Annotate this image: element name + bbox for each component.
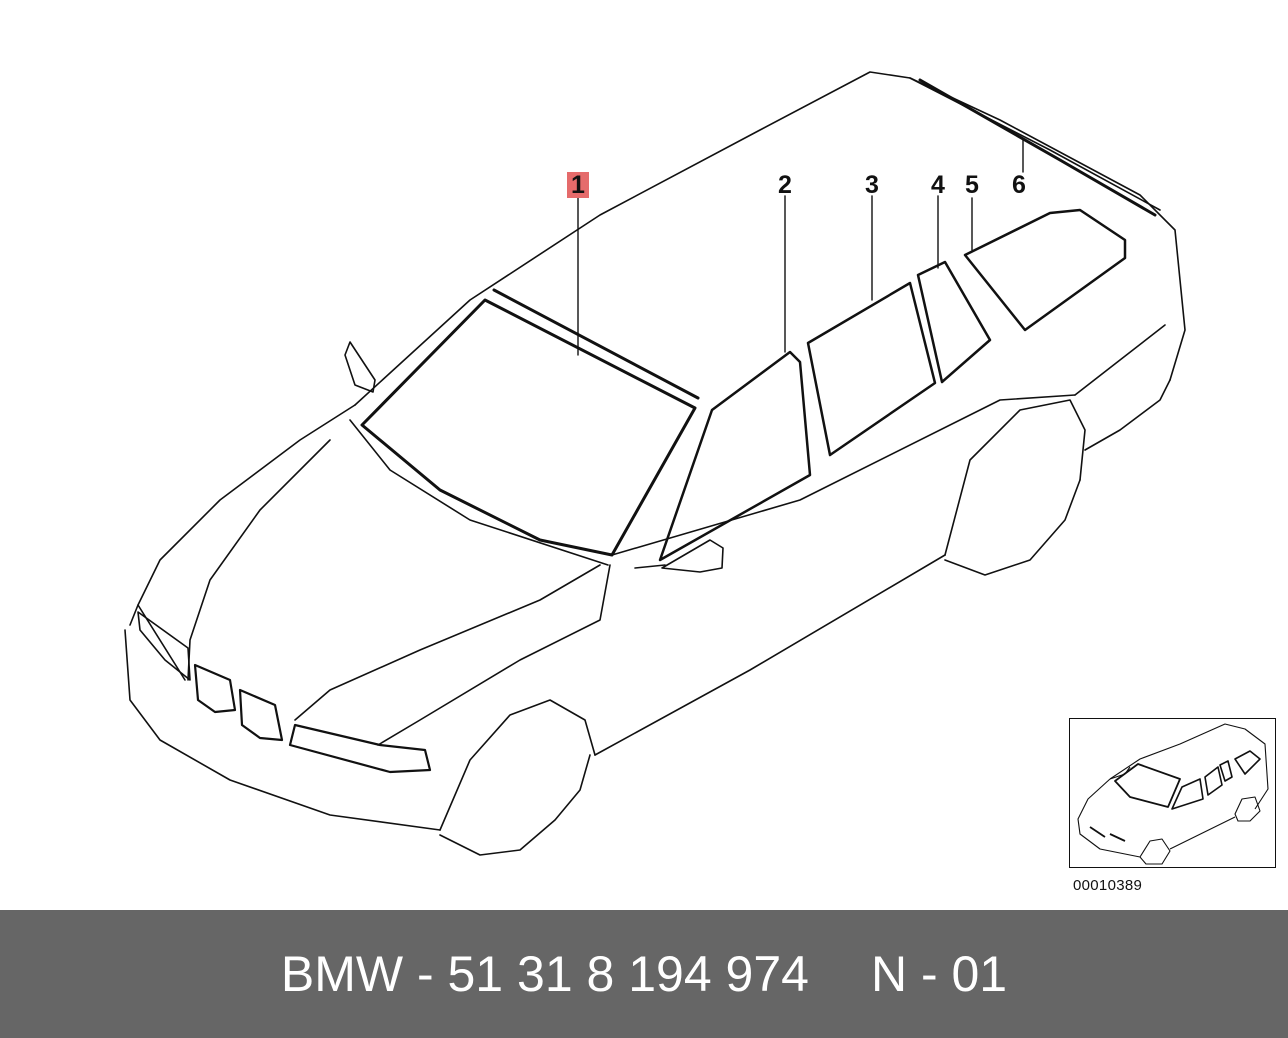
part-number: BMW - 51 31 8 194 974 [280, 946, 809, 1002]
car-thumbnail-drawing [1077, 723, 1269, 865]
callout-2[interactable]: 2 [778, 171, 792, 199]
callout-4[interactable]: 4 [931, 171, 945, 199]
callout-1[interactable]: 1 [567, 172, 589, 198]
diagram-code: 00010389 [1073, 877, 1143, 894]
callout-6[interactable]: 6 [1012, 171, 1026, 199]
callout-3[interactable]: 3 [865, 171, 879, 199]
overview-thumbnail [1069, 718, 1276, 868]
callout-5[interactable]: 5 [965, 171, 979, 199]
car-line-drawing [124, 71, 1186, 856]
diagram-area: 1 2 3 4 5 6 00010389 [124, 71, 1276, 894]
footer-bar: BMW - 51 31 8 194 974 N - 01 [0, 910, 1288, 1038]
position-code: N - 01 [870, 946, 1008, 1002]
